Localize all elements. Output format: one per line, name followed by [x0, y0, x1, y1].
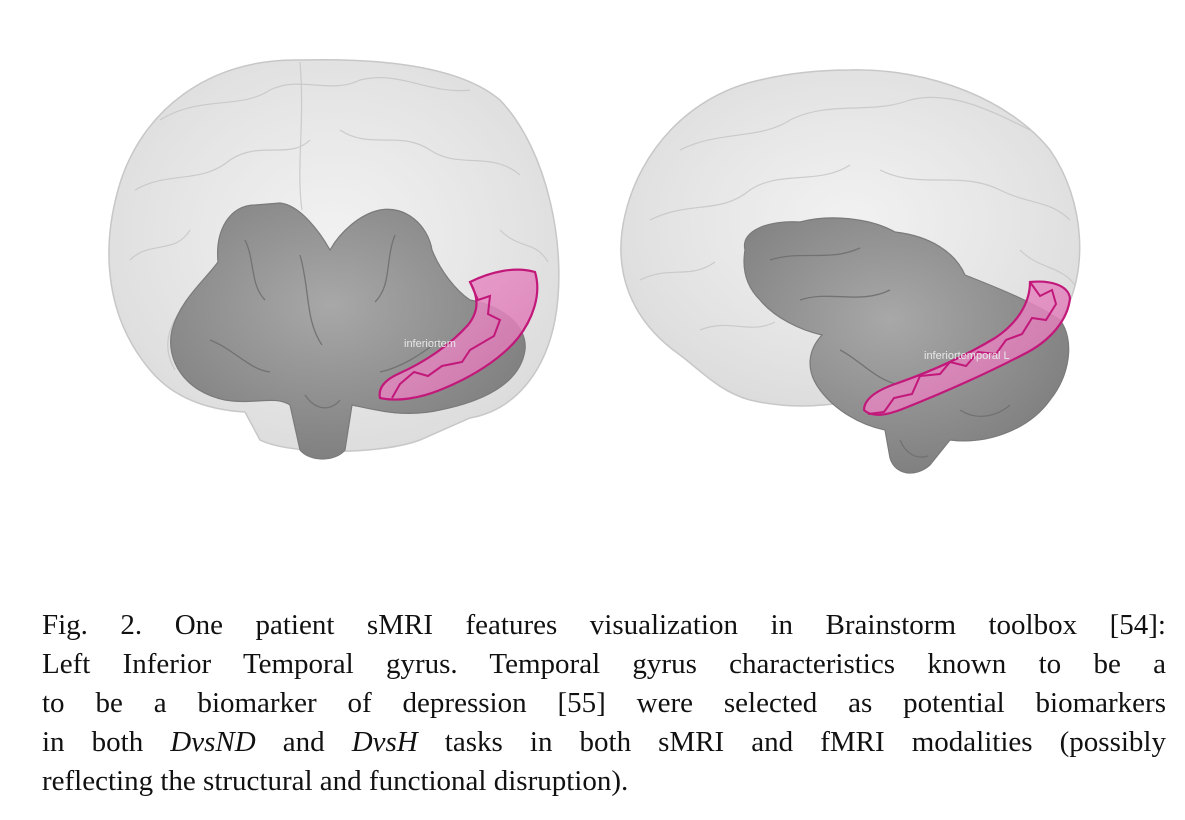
caption-line-4: in both DvsND and DvsH tasks in both sMR…: [42, 726, 1166, 758]
subcortical-folds-front: [209, 234, 441, 409]
roi-edge-side: [867, 281, 1058, 415]
roi-label-side: inferiortemporal L: [924, 350, 1010, 362]
figure-caption: Fig. 2. One patient sMRI features visual…: [42, 606, 1166, 801]
brain-figure: inferiortem inferiortem: [108, 58, 1081, 474]
roi-inferior-temporal-front: [378, 268, 539, 401]
caption-line-3: to be a biomarker of depression [55] wer…: [42, 687, 1166, 719]
roi-inferior-temporal-side: [862, 280, 1072, 416]
caption-line-1: Fig. 2. One patient sMRI features visual…: [42, 609, 1166, 641]
brain-panel-front: inferiortem: [108, 58, 560, 460]
brain-panel-side: inferiortemporal L: [620, 69, 1081, 474]
subcortical-folds-side: [769, 247, 1011, 458]
roi-edge-front: [391, 281, 502, 399]
caption-line-5: reflecting the structural and functional…: [42, 765, 629, 797]
task-dvsnd: DvsND: [170, 726, 256, 758]
caption-line-2: Left Inferior Temporal gyrus. Temporal g…: [42, 648, 1166, 680]
cortex-folds-side: [639, 96, 1076, 331]
subcortical-side: [743, 217, 1070, 474]
brain-figure-svg: inferiortem inferiortem: [108, 58, 1081, 474]
subcortical-front: [170, 202, 526, 460]
task-dvsh: DvsH: [351, 726, 418, 758]
roi-label-front: inferiortem: [404, 338, 456, 350]
